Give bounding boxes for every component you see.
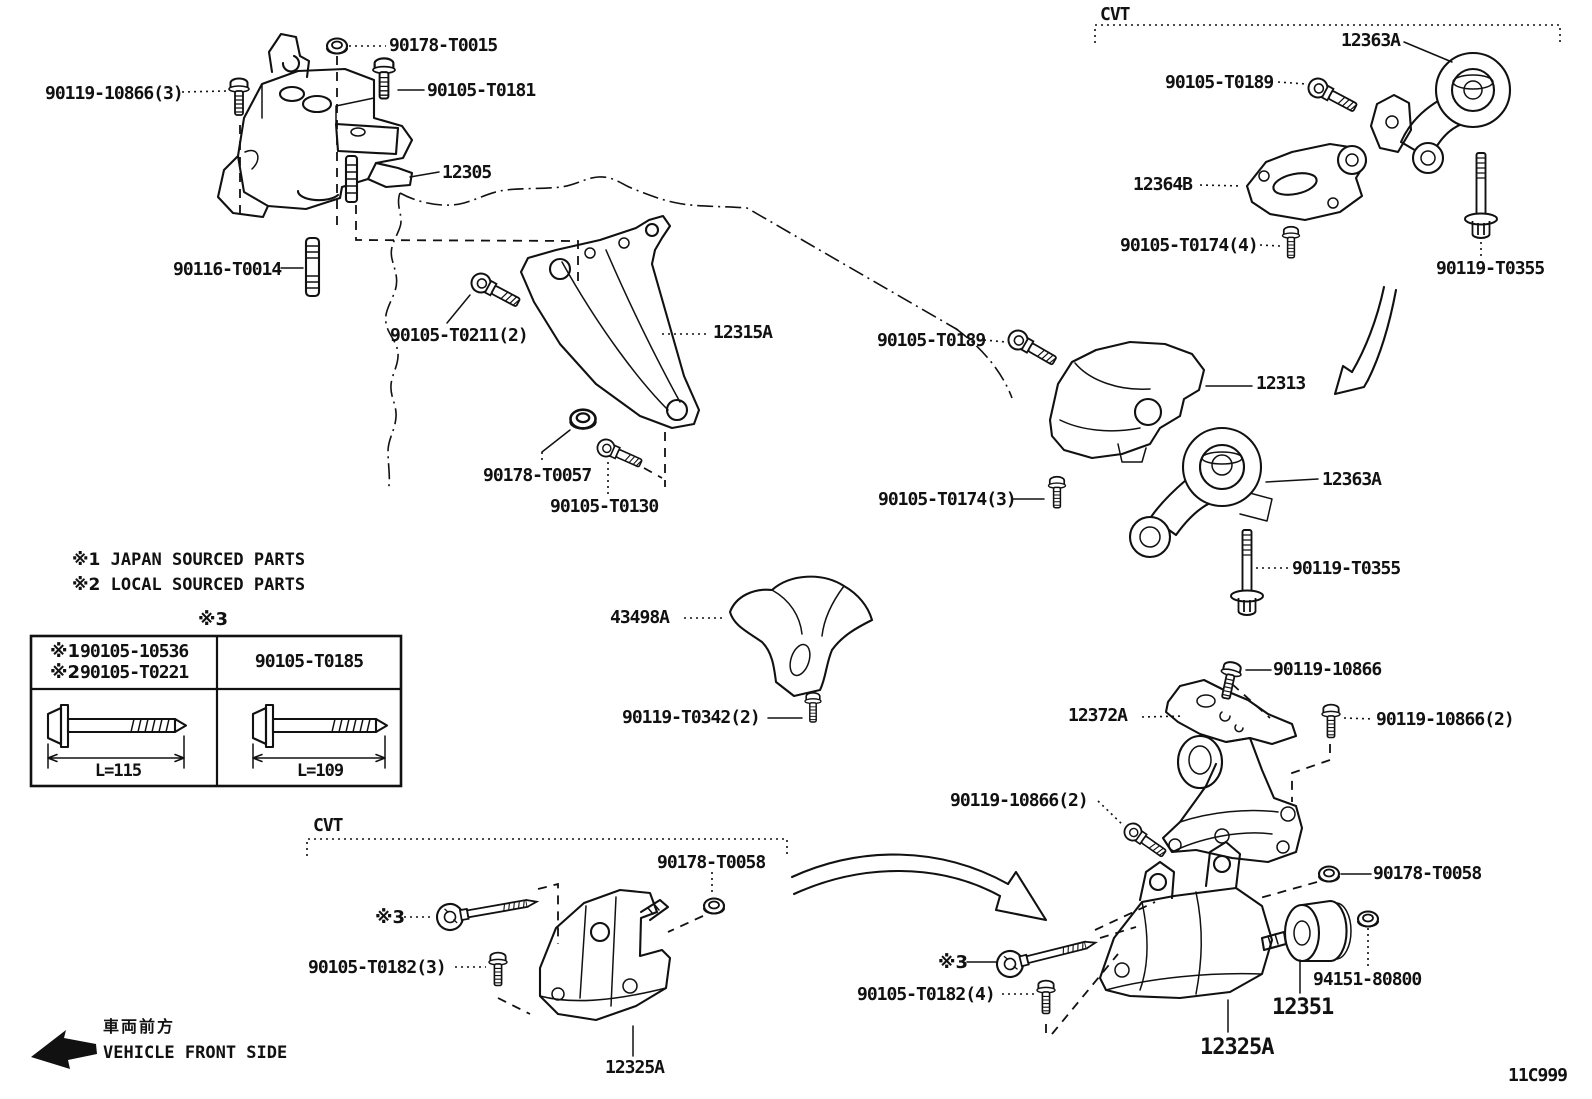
callout-nut-90178-T0058-left: 90178-T0058 [657,852,766,873]
callout-part-43498A: 43498A [610,607,670,628]
ref-x3-left: ※3 [375,907,406,928]
bolt-90105-T0182x4 [1036,979,1056,1015]
cvt-upper-tag: CVT [1100,4,1130,25]
note2-marker: ※2 [72,575,101,595]
callout-nut-94151-80800: 94151-80800 [1313,969,1422,990]
part-12363A-torque-rod-upper [1369,51,1512,175]
bolt-90119-10866-top [1214,659,1245,702]
bolt-90105-T0189-mid [1004,326,1061,371]
transfer-arrow-icon [790,853,1048,922]
bolt-90105-T0130 [593,435,645,473]
leader-lines [181,41,1482,1057]
table-bolt-L109 [251,703,389,769]
part-12325A-bracket-right [1098,840,1288,1000]
callout-bolt-90105-T0211: 90105-T0211(2) [390,325,529,346]
callout-bolt-90105-T0174x3: 90105-T0174(3) [878,489,1017,510]
callout-bolt-90105-T0189-upper: 90105-T0189 [1165,72,1274,93]
assembly-dashed-lines [239,56,1331,1040]
callout-bolt-90105-T0182x3: 90105-T0182(3) [308,957,447,978]
part-12305-engine-mount [216,32,414,219]
part-12364B-bracket [1245,142,1368,222]
callout-bolt-90119-10866x2-left: 90119-10866(2) [950,790,1089,811]
callout-bolt-90105-T0130: 90105-T0130 [550,496,659,517]
bolt-90105-T0182x3 [488,951,508,987]
callout-bolt-90105-T0189-mid: 90105-T0189 [877,330,986,351]
callout-part-12363A-upper: 12363A [1341,30,1401,51]
callout-part-12325A-right: 12325A [1200,1035,1274,1060]
engine-outline [384,176,1013,492]
nut-90178-T0058-left [702,897,726,915]
bolt-90119-10866x2-left [1120,819,1170,862]
vehicle-front-arrow-icon [31,1030,97,1069]
callout-nut-90178-T0015: 90178-T0015 [389,35,498,56]
cvt-lower-section-bracket [306,838,788,856]
note-japan-sourced: ※1 JAPAN SOURCED PARTS [72,551,305,570]
table-bolt-L115 [46,703,188,769]
nut-90178-T0015 [325,37,349,55]
bolt-x3-right [993,929,1100,981]
bolt-reference-table [29,634,403,788]
curved-arrow-icon [1333,285,1398,396]
bolt-90119-T0355-mid [1230,529,1264,616]
callout-bolt-90119-10866x3: 90119-10866(3) [45,83,184,104]
nut-90178-T0058-right [1317,865,1341,883]
callout-part-12305: 12305 [442,162,492,183]
callout-nut-90178-T0057: 90178-T0057 [483,465,592,486]
callout-part-12351: 12351 [1272,995,1334,1020]
part-12363A-torque-rod-mid [1128,426,1273,559]
cvt-upper-section-bracket [1094,24,1561,43]
vehicle-front-label-jp: 車両前方 [103,1017,176,1036]
bolt-90119-T0355-upper [1464,152,1498,239]
part-12372A-bracket [1161,678,1304,864]
part-12315A-bracket [519,214,701,430]
callout-part-12363A-mid: 12363A [1322,469,1382,490]
callout-part-12325A-left: 12325A [605,1057,665,1078]
callout-part-12313: 12313 [1256,373,1306,394]
nut-94151-80800 [1356,910,1380,928]
drawing-code: 11C999 [1508,1065,1568,1086]
nut-90178-T0057 [569,408,597,430]
note-local-sourced: ※2 LOCAL SOURCED PARTS [72,576,305,595]
callout-bolt-90119-T0342: 90119-T0342(2) [622,707,761,728]
callout-nut-90178-T0058-right: 90178-T0058 [1373,863,1482,884]
table-length-right: L=109 [296,761,344,781]
callout-bolt-90105-T0174x4: 90105-T0174(4) [1120,235,1259,256]
note1-text: JAPAN SOURCED PARTS [100,550,306,570]
vehicle-front-label-en: VEHICLE FRONT SIDE [103,1043,288,1063]
callout-bolt-90119-10866x2-right: 90119-10866(2) [1376,709,1515,730]
bolt-90105-T0174x4 [1281,225,1301,259]
table-length-left: L=115 [94,761,142,781]
callout-stud-90116-T0014: 90116-T0014 [173,259,282,280]
part-43498A-heat-shield [728,575,874,698]
callout-bolt-90119-10866-top: 90119-10866 [1273,659,1382,680]
part-12351-damper [1283,899,1352,963]
callout-part-12372A: 12372A [1068,705,1128,726]
callout-bolt-90105-T0181: 90105-T0181 [427,80,536,101]
bolt-90105-T0211 [467,269,524,313]
part-12325A-bracket-left [538,888,672,1022]
cvt-lower-tag: CVT [313,815,343,836]
table-cell-left-row2: ※290105-T0221 [50,662,189,683]
table-cell-left-row1: ※190105-10536 [50,641,189,662]
bolt-90105-T0189-upper [1304,74,1361,118]
callout-part-12315A: 12315A [713,322,773,343]
bolt-90119-T0342 [804,691,822,723]
bolt-90105-T0174x3 [1047,475,1067,509]
stud-90116-T0014 [304,236,321,298]
bolt-x3-left [433,887,540,934]
bolt-90119-10866x3 [228,77,250,116]
part-12313-mount [1048,340,1206,463]
note2-text: LOCAL SOURCED PARTS [100,575,306,595]
callout-bolt-90105-T0182x4: 90105-T0182(4) [857,984,996,1005]
ref-x3-right: ※3 [938,952,969,973]
callout-bolt-90119-T0355-mid: 90119-T0355 [1292,558,1401,579]
callout-part-12364B: 12364B [1133,174,1193,195]
callout-bolt-90119-T0355-upper: 90119-T0355 [1436,258,1545,279]
table-ref-marker: ※3 [198,609,229,630]
bolt-90119-10866x2-right [1321,703,1341,739]
note1-marker: ※1 [72,550,101,570]
bolt-90105-T0181 [371,57,397,100]
table-cell-right-part: 90105-T0185 [254,651,364,672]
